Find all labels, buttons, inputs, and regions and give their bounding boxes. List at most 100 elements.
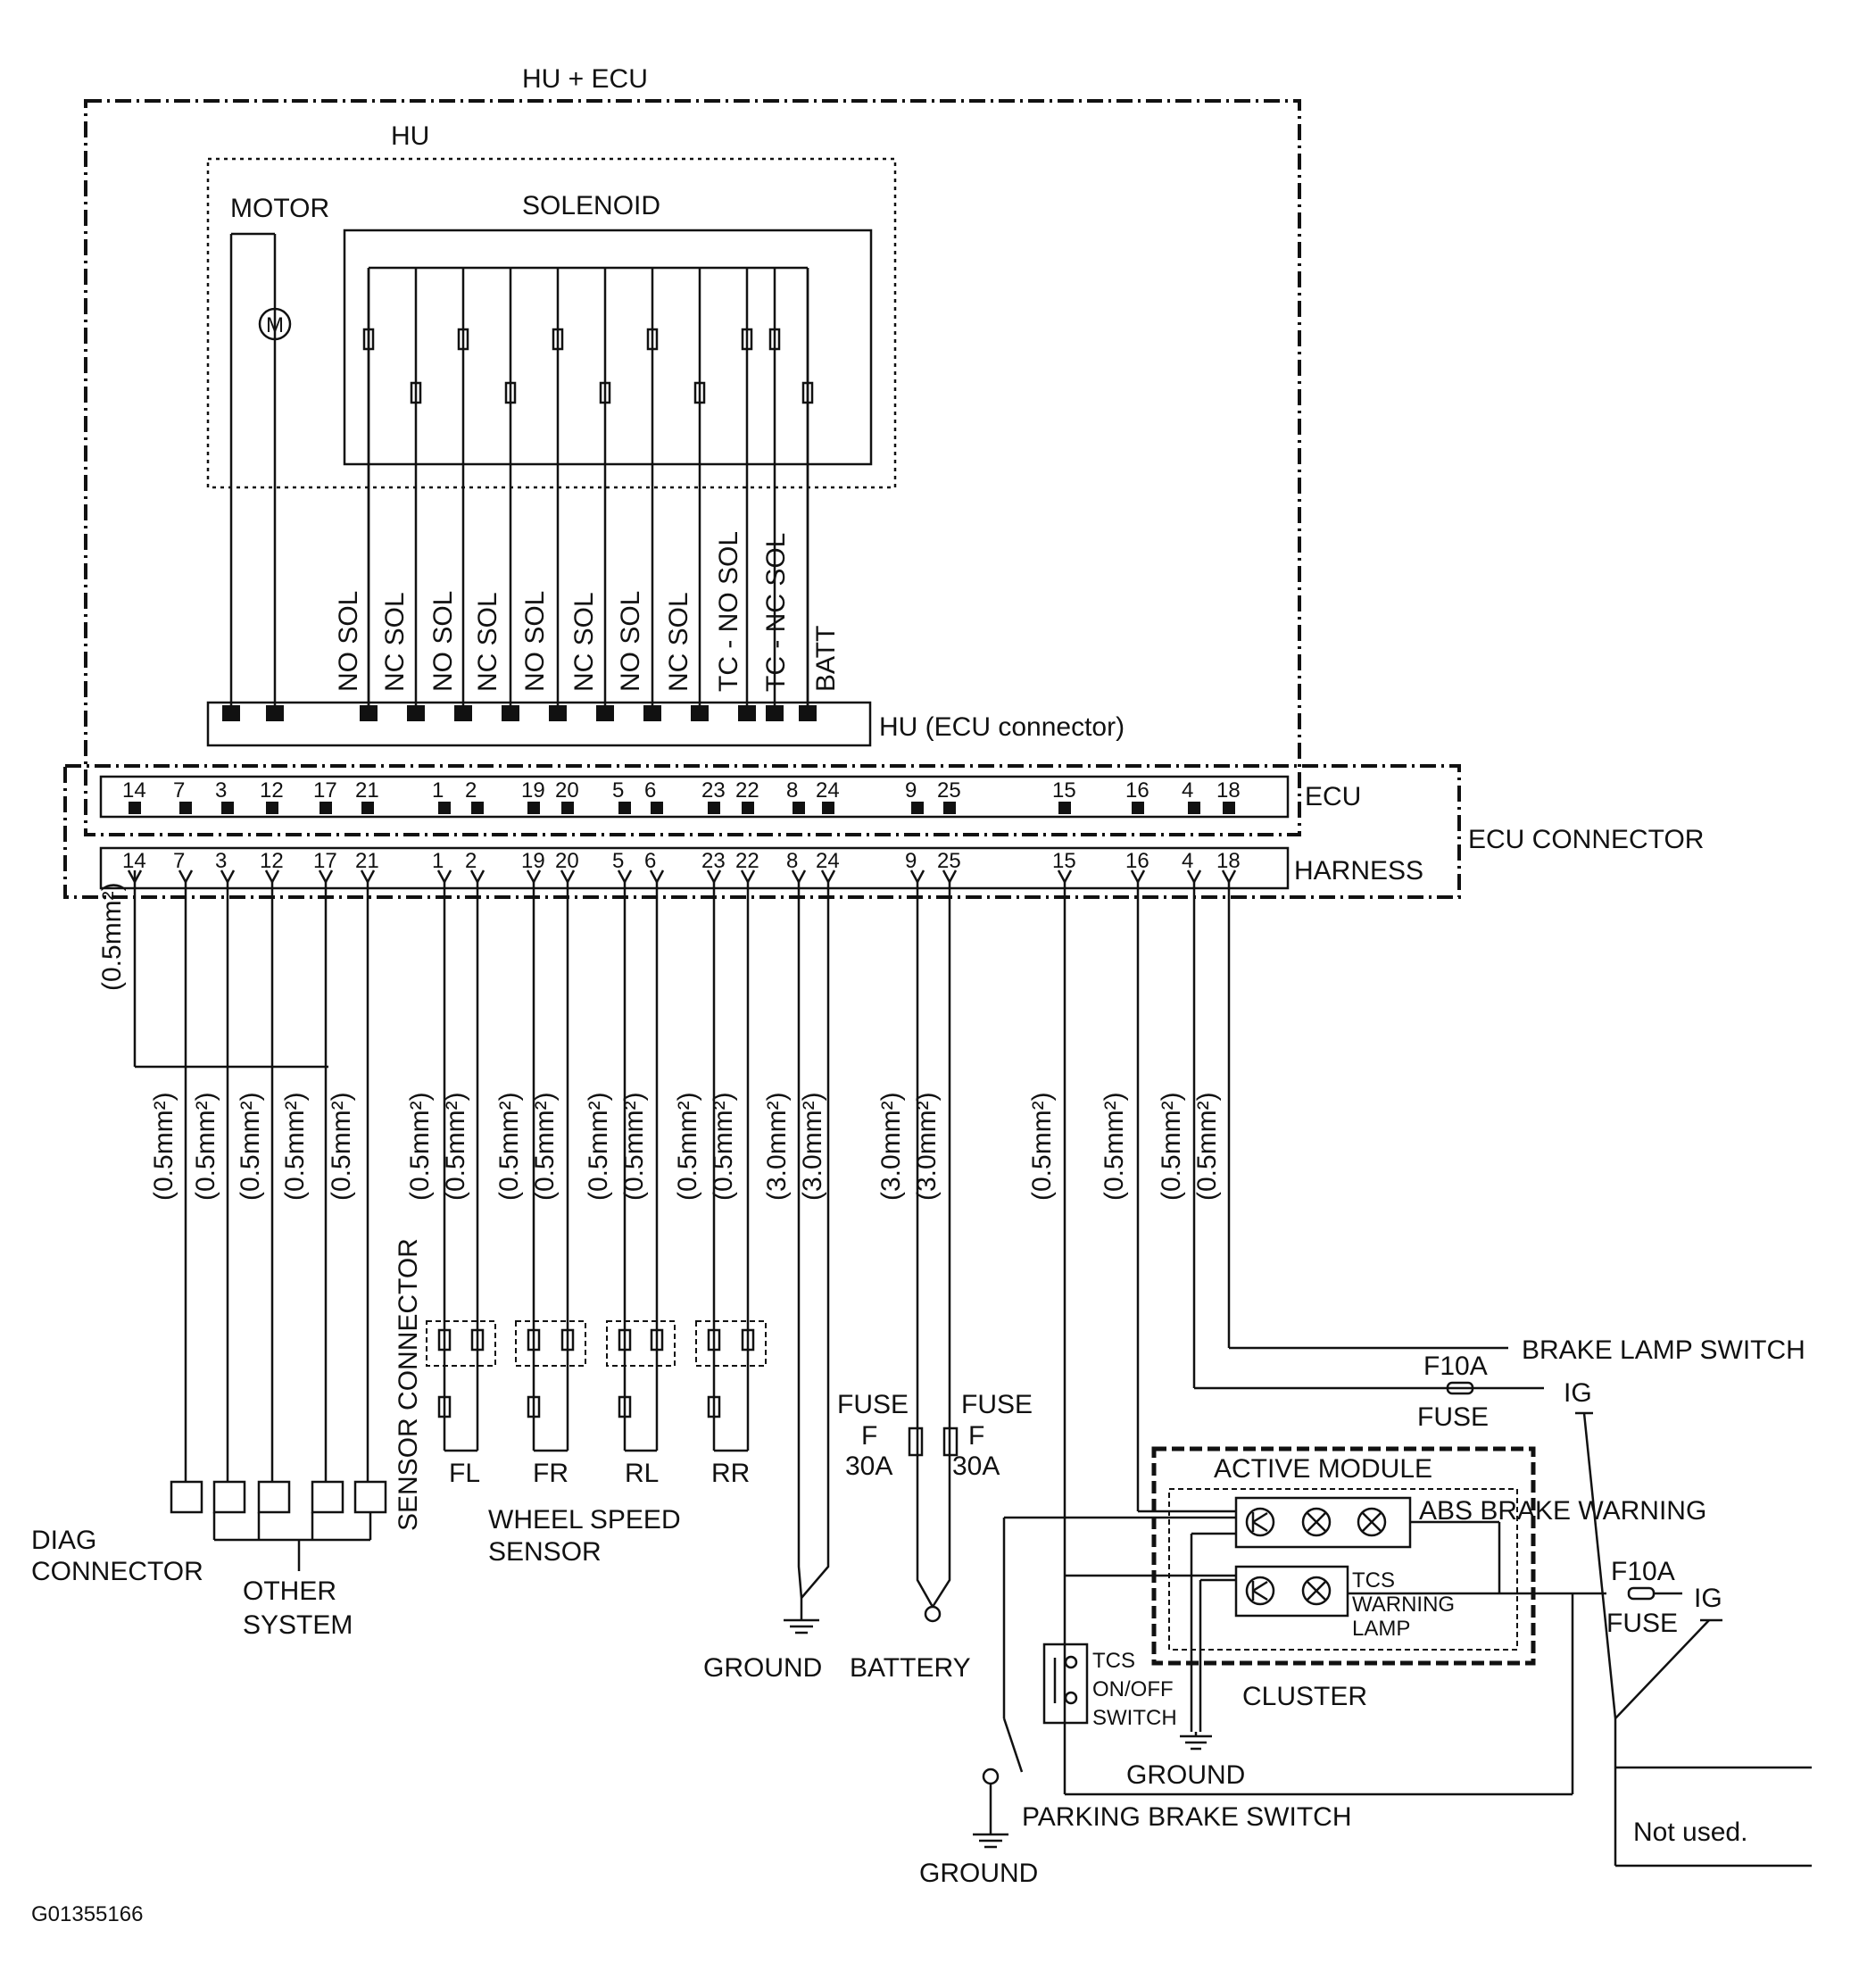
hu-terminal [766, 705, 784, 721]
hu-connector-body [206, 701, 872, 747]
active-module-label: ACTIVE MODULE [1214, 1454, 1432, 1484]
tcs-switch-label-1: TCS [1092, 1649, 1135, 1673]
diag-connector-label-1: DIAG [31, 1526, 96, 1555]
solenoid-coil [552, 328, 564, 351]
tcs-switch-label-2: ON/OFF [1092, 1677, 1174, 1701]
tcs-label: TCS [1352, 1568, 1395, 1593]
wire-spec-label: (0.5mm²) [584, 1092, 613, 1201]
sensor-connector-pin [741, 1328, 755, 1352]
other-system-label-1: OTHER [243, 1576, 336, 1606]
ig-top-switch-down [1582, 1412, 1617, 1719]
sensor-connector-pin [560, 1328, 575, 1352]
solenoid-coil [504, 381, 517, 404]
hu-terminal [691, 705, 709, 721]
motor-symbol [258, 307, 292, 341]
harness-pin-number: 9 [905, 849, 917, 873]
warning-label: WARNING [1352, 1593, 1455, 1617]
hu-terminal [596, 705, 614, 721]
fuse-f-right-label: F [968, 1421, 984, 1451]
solenoid-label: NO SOL [334, 591, 363, 692]
harness-pin-number: 8 [786, 849, 798, 873]
cluster-label: CLUSTER [1242, 1682, 1367, 1711]
solenoid-coil [410, 381, 422, 404]
ecu-pin-terminal [561, 802, 574, 814]
harness-wires [184, 882, 1231, 1794]
battery-label: BATTERY [850, 1653, 971, 1683]
ground-wire [801, 882, 830, 1599]
solenoid-coil [646, 328, 659, 351]
ecu-pin-number: 21 [355, 778, 379, 803]
fuse-30a-right-label: 30A [952, 1451, 1000, 1481]
ecu-pin-number: 20 [555, 778, 579, 803]
cluster-boundary [1151, 1446, 1536, 1666]
sensor-rr-label: RR [711, 1459, 750, 1488]
ecu-pin-number: 7 [173, 778, 185, 803]
harness-pin-number: 24 [816, 849, 840, 873]
wire-spec-label: (0.5mm²) [619, 1092, 649, 1201]
harness-pin-number: 15 [1052, 849, 1076, 873]
wire-spec-label: (0.5mm²) [280, 1092, 310, 1201]
motor-label: MOTOR [230, 194, 329, 223]
solenoid-label: NO SOL [520, 591, 550, 692]
harness-pin-number: 18 [1216, 849, 1241, 873]
fuse-right-label: FUSE [961, 1390, 1033, 1419]
sensor-element [437, 1395, 452, 1418]
solenoid-coil [362, 328, 375, 351]
wire-spec-labels: (0.5mm²)(0.5mm²)(0.5mm²)(0.5mm²)(0.5mm²)… [149, 1092, 1222, 1201]
ground-wire [797, 882, 803, 1599]
wire-spec-label: (0.5mm²) [494, 1092, 524, 1201]
ground-label-2: GROUND [1126, 1760, 1245, 1790]
ground-symbol-parking [973, 1768, 1008, 1849]
diag-connectors [170, 1480, 387, 1571]
sensor-rl-label: RL [625, 1459, 659, 1488]
tcs-warning-lamp-block [1234, 1565, 1349, 1618]
hu-terminal [360, 705, 378, 721]
sensor-connector-pin [527, 1328, 541, 1352]
harness-pin-terminal [617, 869, 633, 885]
wire-spec-label: (0.5mm²) [1157, 1092, 1186, 1201]
sensor-connector-box [695, 1320, 767, 1367]
hu-terminal [738, 705, 756, 721]
ecu-strip [99, 775, 1290, 819]
hu-terminal [799, 705, 817, 721]
ecu-pin-terminal [129, 802, 141, 814]
f10a-top-label: F10A [1423, 1352, 1488, 1381]
solenoid-label: NC SOL [380, 592, 410, 692]
ecu-pin-terminal [179, 802, 192, 814]
solenoid-label: NC SOL [473, 592, 502, 692]
sensor-pairs [426, 1320, 767, 1418]
parking-brake-switch-label: PARKING BRAKE SWITCH [1022, 1802, 1352, 1832]
solenoid-label: NC SOL [569, 592, 599, 692]
sensor-connector-pin [650, 1328, 664, 1352]
solenoid-label: BATT [811, 626, 841, 692]
tcs-lamp-icons [1245, 1576, 1332, 1606]
ecu-pin-number: 25 [937, 778, 961, 803]
sensor-fr-label: FR [533, 1459, 568, 1488]
sensor-connector-pin [618, 1328, 632, 1352]
harness-pin-number: 20 [555, 849, 579, 873]
hu-boundary [206, 157, 897, 489]
battery-wire [931, 882, 951, 1608]
harness-pin-number: 14 [122, 849, 146, 873]
harness-pin-terminal [178, 869, 194, 885]
ecu-pin-number: 8 [786, 778, 798, 803]
fuse-30a-left-label: 30A [845, 1451, 892, 1481]
ecu-pin-terminal [742, 802, 754, 814]
solenoid-label: NC SOL [664, 592, 693, 692]
wire-spec-label: (0.5mm²) [405, 1092, 435, 1201]
hu-terminal [454, 705, 472, 721]
wheel-speed-label-1: WHEEL SPEED [488, 1505, 681, 1535]
active-module-boundary [1168, 1488, 1518, 1651]
harness-pin-terminal [436, 869, 452, 885]
wheel-speed-label-2: SENSOR [488, 1537, 602, 1567]
battery-wire [916, 882, 934, 1608]
harness-pin-number: 21 [355, 849, 379, 873]
ecu-pin-terminal [1058, 802, 1071, 814]
ecu-pin-number: 2 [465, 778, 477, 803]
hu-terminal [643, 705, 661, 721]
harness-pin-terminal [1186, 869, 1202, 885]
wire-spec-label: (0.5mm²) [1027, 1092, 1057, 1201]
diag-connector-label-2: CONNECTOR [31, 1557, 203, 1586]
